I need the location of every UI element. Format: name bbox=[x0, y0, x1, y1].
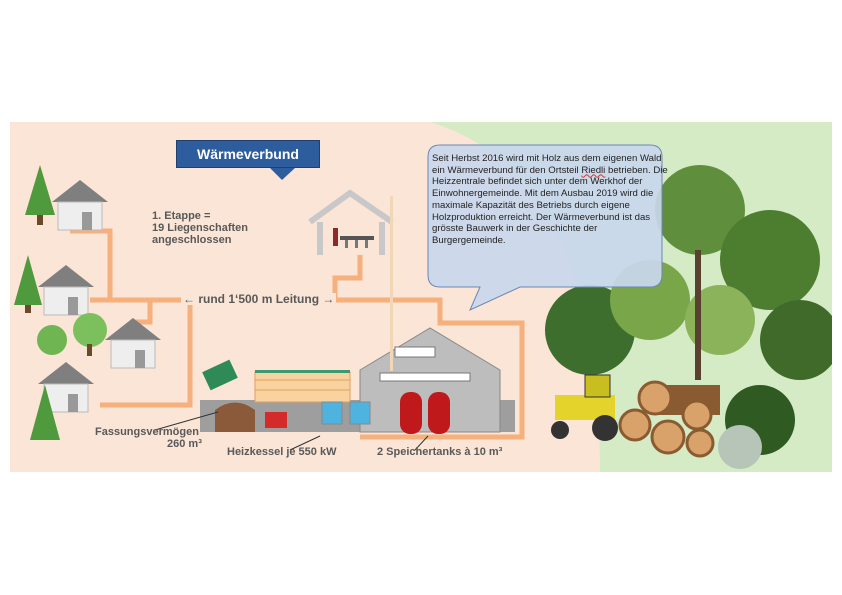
tipper-truck bbox=[202, 359, 238, 391]
house-icon bbox=[38, 265, 94, 316]
annotation-arrows bbox=[154, 411, 429, 451]
house-icon bbox=[38, 362, 94, 413]
storage-tank bbox=[428, 392, 450, 434]
log-pile bbox=[618, 380, 720, 458]
stage-label-line: 19 Liegenschaften bbox=[152, 222, 248, 234]
callout-text-part: betrieben. Die Heizzentrale befindet sic… bbox=[432, 164, 668, 246]
title-pointer bbox=[270, 168, 295, 180]
house-icon bbox=[105, 318, 161, 369]
heat-distributor-icon bbox=[333, 228, 374, 248]
house-icon bbox=[52, 180, 108, 231]
stage-label: 1. Etappe = 19 Liegenschaften angeschlos… bbox=[152, 210, 248, 246]
pipe-network bbox=[70, 228, 525, 440]
conveyor-motor bbox=[265, 412, 287, 428]
tree-icon bbox=[14, 255, 42, 313]
tanks-label: 2 Speichertanks à 10 m³ bbox=[377, 446, 503, 458]
tree-icon bbox=[30, 385, 60, 440]
callout-place-name: Riedli bbox=[581, 164, 606, 176]
capacity-label-line: Fassungsvermögen bbox=[95, 426, 199, 438]
storage-tank bbox=[400, 392, 422, 434]
tree-icon bbox=[37, 325, 67, 355]
heating-plant bbox=[200, 196, 515, 434]
heated-house-icon bbox=[308, 189, 394, 255]
boilers-label: Heizkessel je 550 kW bbox=[227, 446, 337, 458]
info-callout-text: Seit Herbst 2016 wird mit Holz aus dem e… bbox=[432, 153, 668, 247]
forest bbox=[545, 165, 832, 469]
boiler bbox=[349, 401, 371, 425]
tree-icon bbox=[73, 313, 107, 356]
stage-label-line: angeschlossen bbox=[152, 234, 232, 246]
info-callout-bubble bbox=[427, 144, 663, 312]
diagram-title: Wärmeverbund bbox=[176, 140, 320, 168]
callout-text-part: Seit Herbst 2016 wird mit Holz aus dem e… bbox=[432, 153, 662, 176]
capacity-label-line: 260 m³ bbox=[167, 438, 202, 450]
pipe-length-label: ← rund 1‘500 m Leitung → bbox=[181, 292, 337, 306]
wood-chip-pile bbox=[215, 402, 255, 432]
capacity-label: Fassungsvermögen 260 m³ bbox=[95, 426, 235, 450]
stage-label-line: 1. Etappe = bbox=[152, 210, 211, 222]
boiler bbox=[321, 401, 343, 425]
forestry-tractor bbox=[551, 374, 618, 441]
tree-icon bbox=[25, 165, 55, 225]
